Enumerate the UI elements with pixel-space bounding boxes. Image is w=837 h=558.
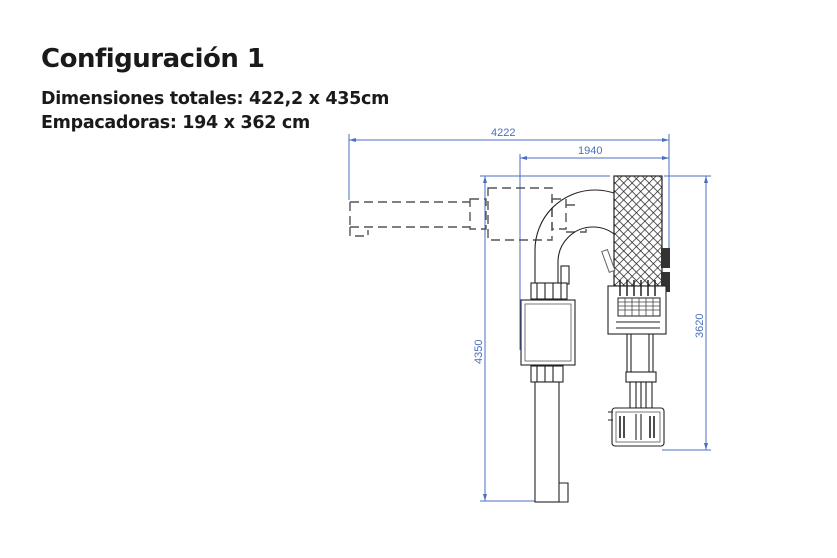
dim-label-total-height: 4350 [473,340,485,364]
dim-label-packer-height: 3620 [694,314,706,338]
packer-dimensions-label: Empacadoras: 194 x 362 cm [41,113,310,133]
page-title: Configuración 1 [41,44,265,74]
dim-label-total-width: 4222 [491,127,515,139]
dimension-packer-width: 1940 [519,145,669,350]
optional-conveyor-dashed [349,187,587,241]
dimension-total-width: 4222 [348,127,670,250]
packer-machine [601,175,670,447]
feeder-column [520,282,576,503]
dimension-total-height: 4350 [473,175,610,502]
dimension-packer-height: 3620 [662,175,711,451]
dim-label-packer-width: 1940 [578,145,602,157]
total-dimensions-label: Dimensiones totales: 422,2 x 435cm [41,89,390,109]
